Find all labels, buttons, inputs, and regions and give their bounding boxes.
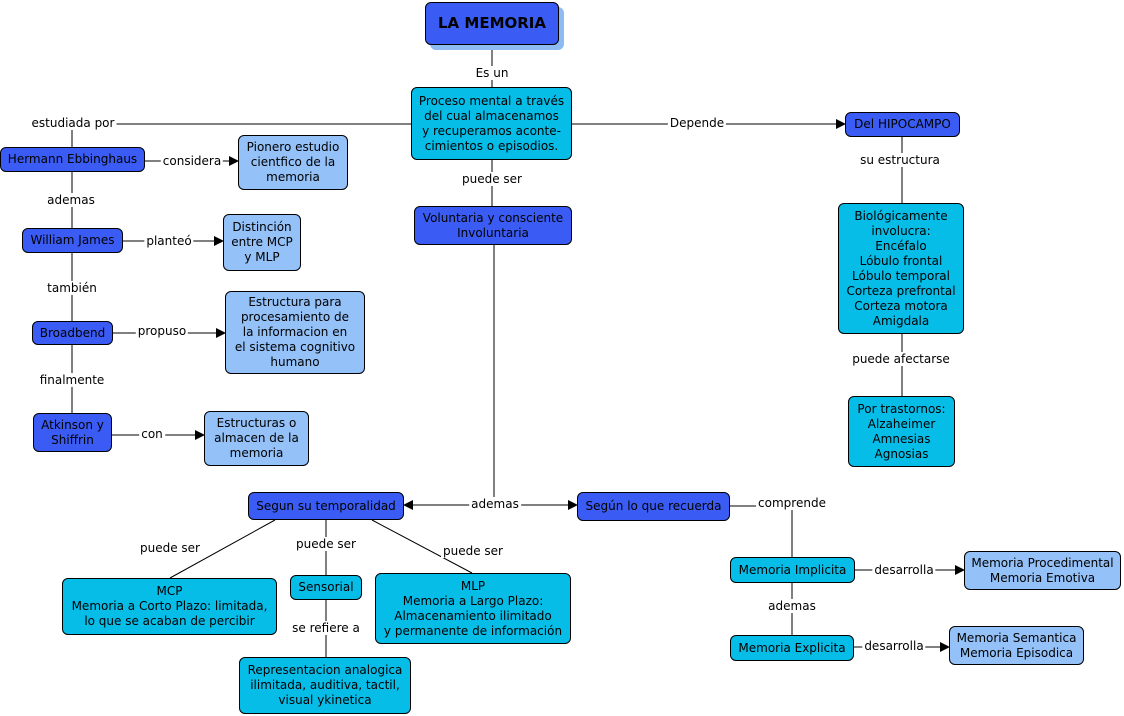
- concept-mcp[interactable]: MCP Memoria a Corto Plazo: limitada, lo …: [62, 578, 277, 635]
- link-label-tambien: también: [45, 281, 99, 295]
- link-label-considera: considera: [160, 154, 224, 168]
- concept-temporalidad[interactable]: Segun su temporalidad: [248, 492, 404, 520]
- link-label-con: con: [139, 427, 165, 441]
- link-temporalidad-mlp: [371, 519, 473, 574]
- concept-trastornos[interactable]: Por trastornos: Alzaheimer Amnesias Agno…: [848, 396, 955, 467]
- concept-broadbend[interactable]: Broadbend: [32, 321, 113, 345]
- concept-proceso-mental[interactable]: Proceso mental a través del cual almacen…: [411, 87, 572, 160]
- link-label-ademas-1: ademas: [45, 193, 97, 207]
- link-label-propuso: propuso: [135, 324, 189, 338]
- concept-pionero[interactable]: Pionero estudio cientfico de la memoria: [238, 135, 348, 190]
- link-label-puede-ser-mcp: puede ser: [138, 541, 202, 555]
- link-label-estudiada-por: estudiada por: [29, 116, 117, 130]
- link-label-depende: Depende: [667, 116, 727, 130]
- link-label-su-estructura: su estructura: [858, 153, 942, 167]
- concept-estructuras-almacen[interactable]: Estructuras o almacen de la memoria: [204, 411, 309, 466]
- concept-memoria-implicita[interactable]: Memoria Implicita: [730, 557, 855, 583]
- concept-biologicamente[interactable]: Biológicamente involucra: Encéfalo Lóbul…: [838, 203, 964, 334]
- link-label-planteo: planteó: [144, 234, 194, 248]
- concept-representacion[interactable]: Representacion analogica ilimitada, audi…: [239, 657, 411, 714]
- link-label-es-un: Es un: [473, 66, 511, 80]
- concept-estructura-procesamiento[interactable]: Estructura para procesamiento de la info…: [225, 291, 365, 374]
- link-label-se-refiere-a: se refiere a: [290, 621, 362, 635]
- link-label-ademas-center: ademas: [469, 497, 521, 511]
- link-label-desarrolla-1: desarrolla: [872, 563, 936, 577]
- concept-voluntaria[interactable]: Voluntaria y consciente Involuntaria: [414, 206, 572, 245]
- link-label-comprende: comprende: [756, 496, 828, 510]
- concept-sensorial[interactable]: Sensorial: [290, 575, 362, 600]
- link-temporalidad-mcp: [169, 519, 276, 579]
- link-label-puede-ser-mlp: puede ser: [441, 544, 505, 558]
- link-label-ademas-2: ademas: [766, 599, 818, 613]
- link-label-desarrolla-2: desarrolla: [862, 639, 926, 653]
- concept-memoria-explicita[interactable]: Memoria Explicita: [730, 635, 854, 661]
- concept-semantica-episodica[interactable]: Memoria Semantica Memoria Episodica: [949, 626, 1084, 665]
- concept-distincion[interactable]: Distinción entre MCP y MLP: [223, 214, 301, 271]
- concept-hipocampo[interactable]: Del HIPOCAMPO: [845, 112, 960, 137]
- concept-mlp[interactable]: MLP Memoria a Largo Plazo: Almacenamient…: [375, 573, 571, 644]
- link-label-puede-ser-sensorial: puede ser: [294, 537, 358, 551]
- concept-procedimental-emotiva[interactable]: Memoria Procedimental Memoria Emotiva: [964, 551, 1121, 590]
- concept-hermann-ebbinghaus[interactable]: Hermann Ebbinghaus: [0, 147, 145, 172]
- concept-atkinson-shiffrin[interactable]: Atkinson y Shiffrin: [33, 413, 112, 452]
- link-label-puede-ser-top: puede ser: [460, 172, 524, 186]
- link-label-puede-afectarse: puede afectarse: [850, 352, 952, 366]
- concept-la-memoria[interactable]: LA MEMORIA: [425, 2, 559, 45]
- concept-william-james[interactable]: William James: [22, 228, 123, 253]
- link-label-finalmente: finalmente: [37, 373, 107, 387]
- concept-lo-que-recuerda[interactable]: Según lo que recuerda: [577, 492, 730, 521]
